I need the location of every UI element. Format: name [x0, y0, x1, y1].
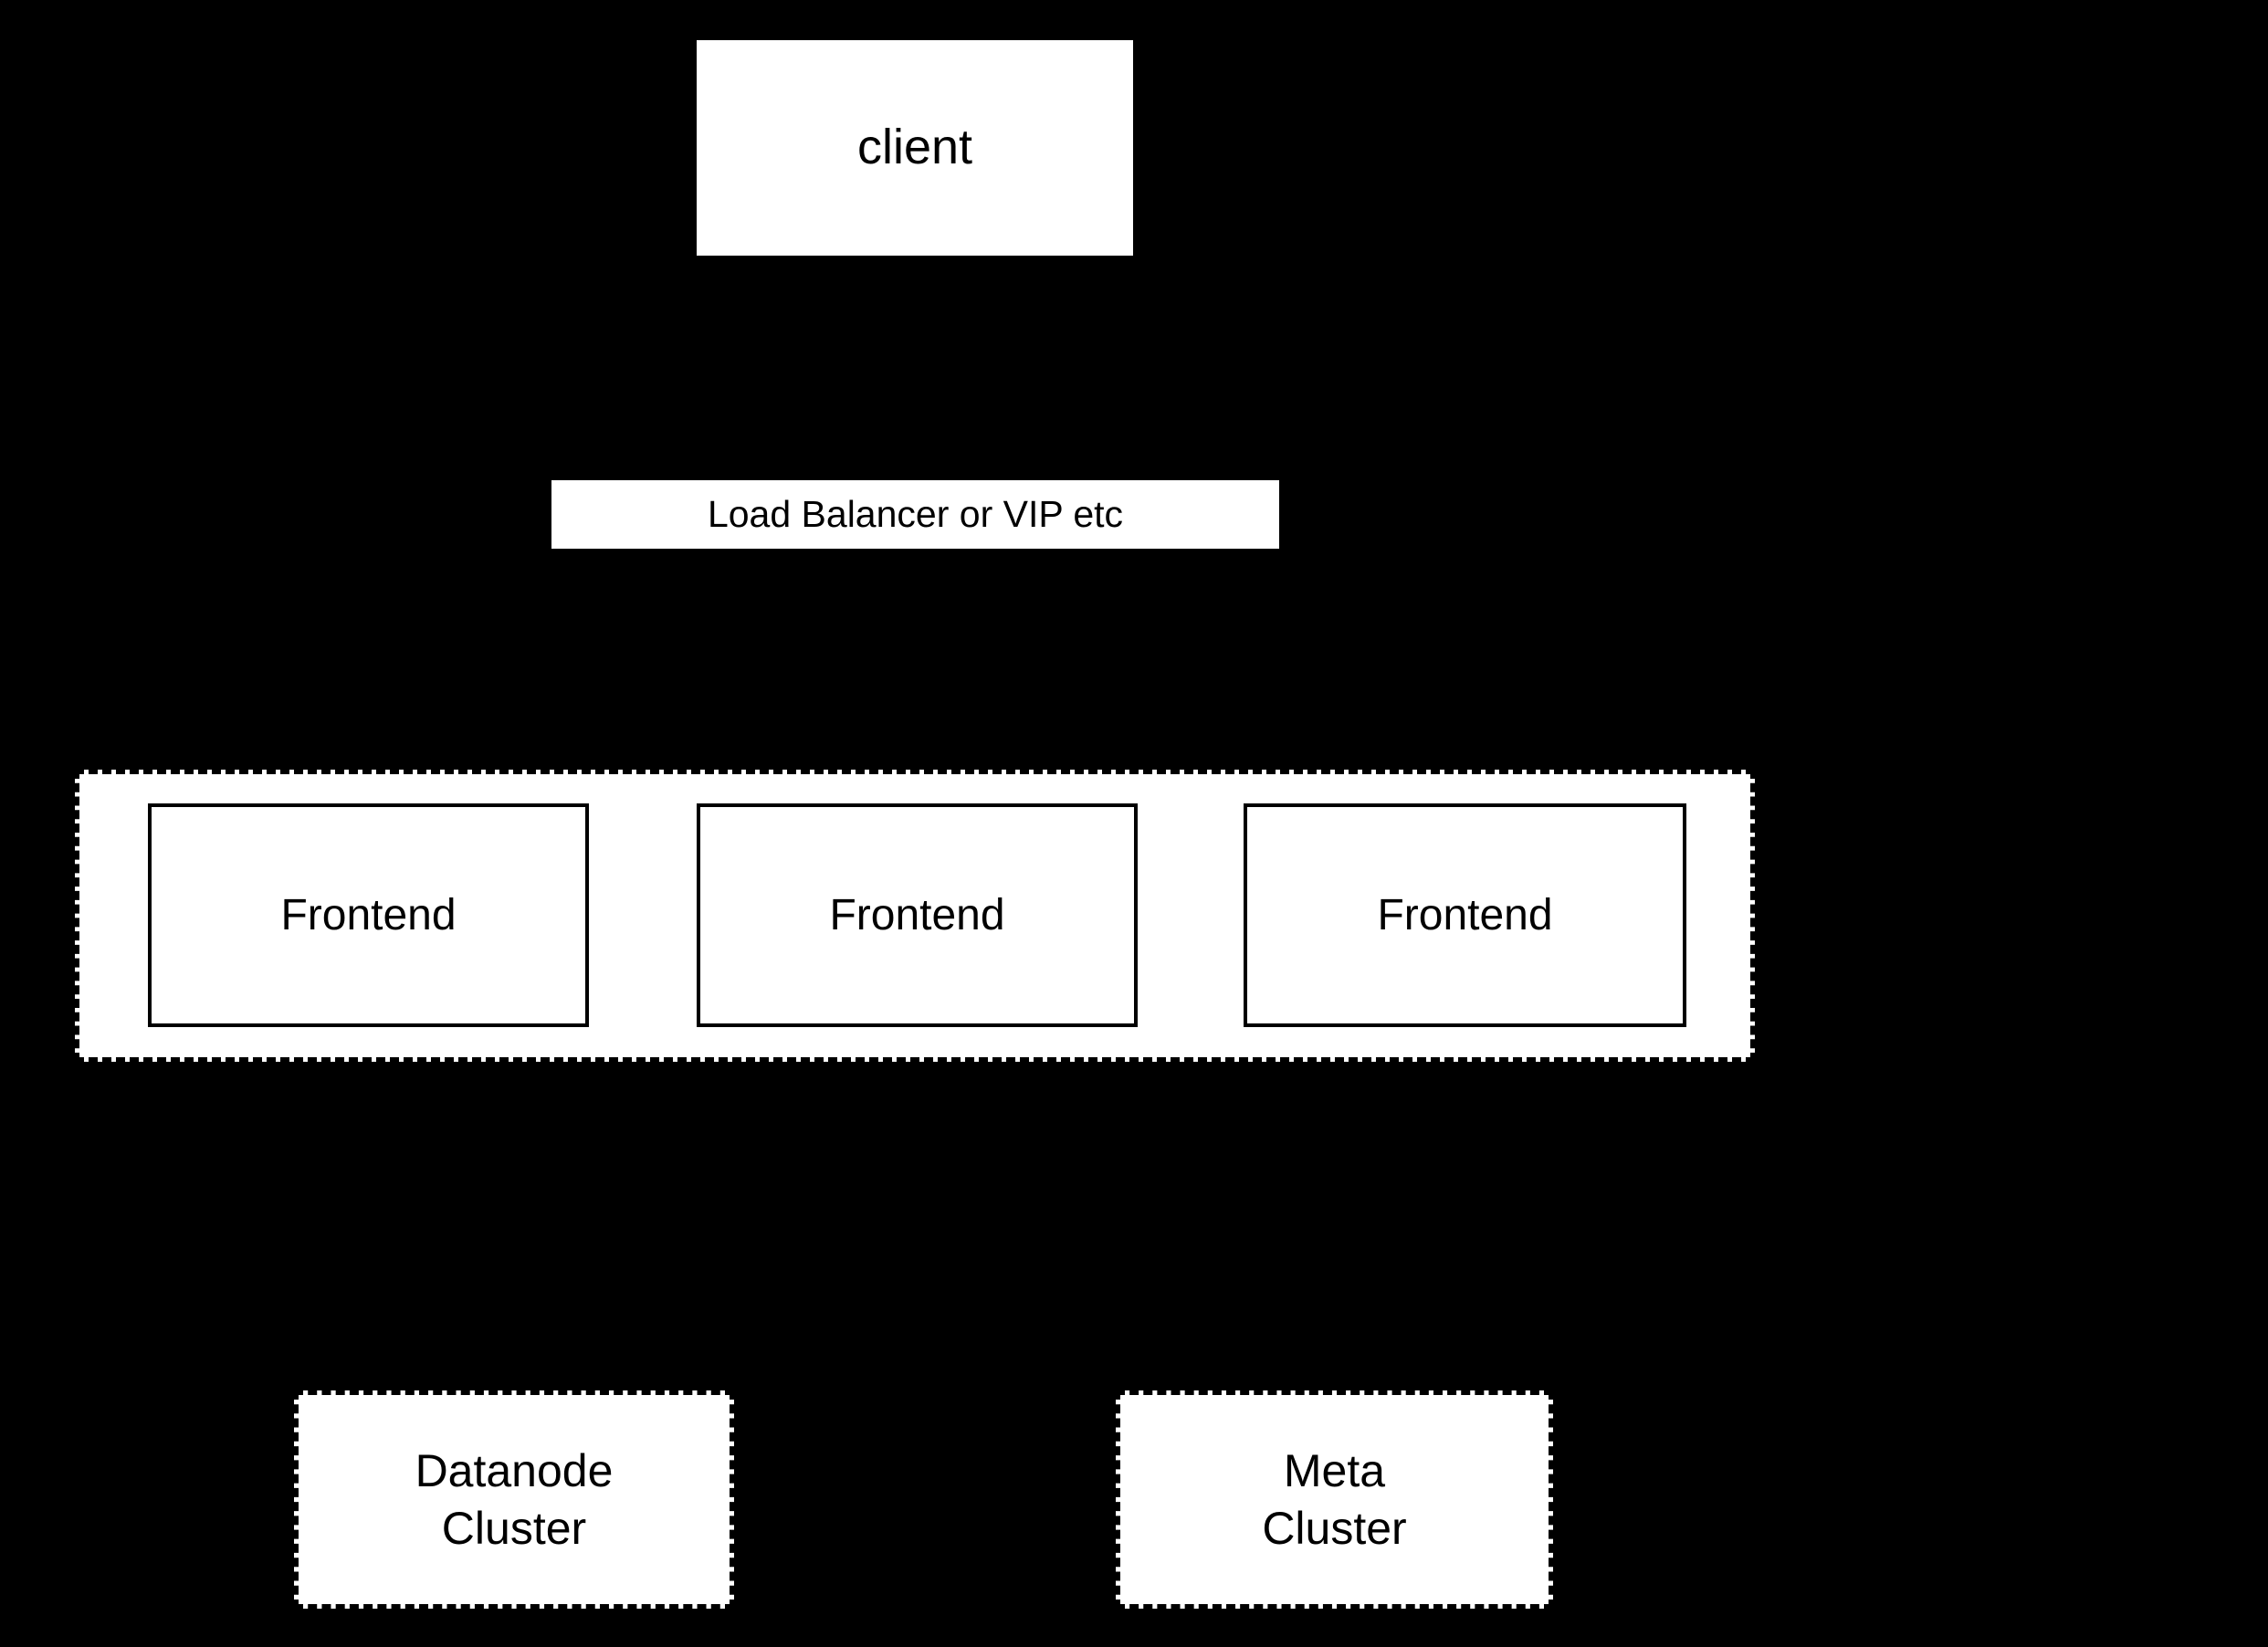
datanode-cluster-node: Datanode Cluster	[294, 1390, 734, 1609]
client-node: client	[697, 40, 1133, 256]
frontend-cluster-group: Frontend Frontend Frontend	[75, 770, 1755, 1062]
meta-cluster-node: Meta Cluster	[1116, 1390, 1553, 1609]
frontend-node-3: Frontend	[1244, 803, 1686, 1027]
frontend-node-2: Frontend	[697, 803, 1138, 1027]
frontend-node-1: Frontend	[148, 803, 589, 1027]
load-balancer-node: Load Balancer or VIP etc	[551, 480, 1279, 549]
